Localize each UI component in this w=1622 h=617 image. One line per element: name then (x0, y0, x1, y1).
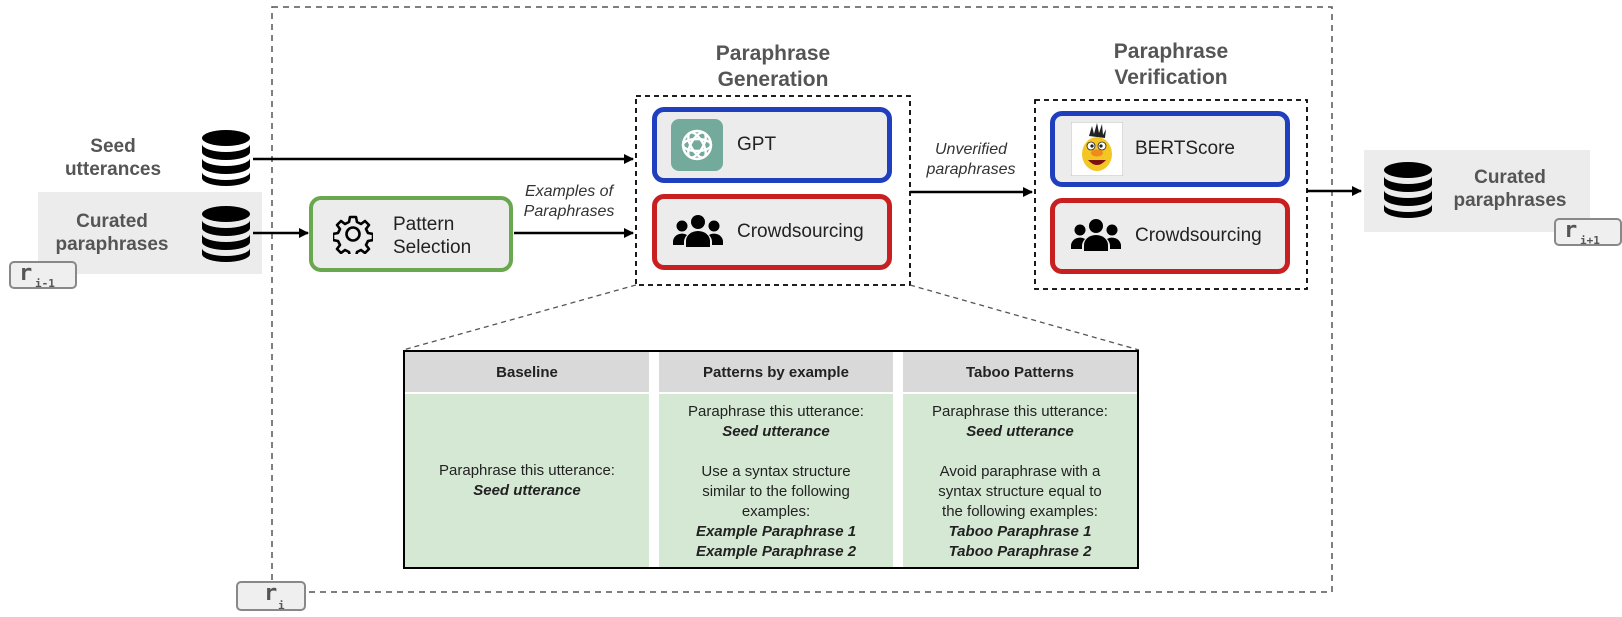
verification-group-frame (1034, 99, 1308, 290)
bert-avatar-icon (1071, 122, 1123, 176)
people-icon (1071, 219, 1121, 251)
taboo-patterns-cell: Paraphrase this utterance: Seed utteranc… (893, 394, 1137, 567)
verification-crowdsourcing-node: Crowdsourcing (1050, 198, 1290, 274)
pattern-selection-node: Pattern Selection (309, 196, 513, 272)
pattern-selection-label: Pattern Selection (393, 214, 472, 258)
seed-utterances-label: Seed utterances (64, 136, 162, 180)
database-icon (1384, 162, 1432, 218)
round-frame (271, 6, 1333, 593)
curated-prev-label: Curated paraphrases (55, 211, 169, 255)
generation-crowdsourcing-node: Crowdsourcing (652, 194, 892, 270)
table-header: Taboo Patterns (893, 352, 1137, 394)
examples-edge-label: Examples of Paraphrases (523, 183, 615, 220)
generation-crowdsourcing-label: Crowdsourcing (737, 221, 864, 242)
people-icon (673, 215, 723, 247)
generation-group-frame (635, 95, 911, 286)
table-header: Baseline (405, 352, 649, 394)
baseline-cell: Paraphrase this utterance: Seed utteranc… (405, 394, 649, 567)
patterns-by-example-cell: Paraphrase this utterance: Seed utteranc… (649, 394, 893, 567)
gpt-logo-icon (671, 119, 723, 171)
table-header: Patterns by example (649, 352, 893, 394)
prompt-patterns-table: Baseline Patterns by example Taboo Patte… (403, 350, 1139, 569)
gear-icon (333, 215, 373, 254)
verification-crowdsourcing-label: Crowdsourcing (1135, 225, 1262, 246)
bertscore-node: BERTScore (1050, 111, 1290, 187)
curated-next-label: Curated paraphrases (1453, 167, 1567, 211)
verification-title: Paraphrase Verification (1113, 40, 1229, 89)
gpt-node: GPT (652, 107, 892, 183)
database-icon (202, 206, 250, 262)
generation-title: Paraphrase Generation (715, 42, 831, 91)
unverified-edge-label: Unverified paraphrases (926, 141, 1016, 178)
database-icon (202, 130, 250, 186)
bertscore-label: BERTScore (1135, 138, 1235, 159)
gpt-label: GPT (737, 134, 777, 155)
